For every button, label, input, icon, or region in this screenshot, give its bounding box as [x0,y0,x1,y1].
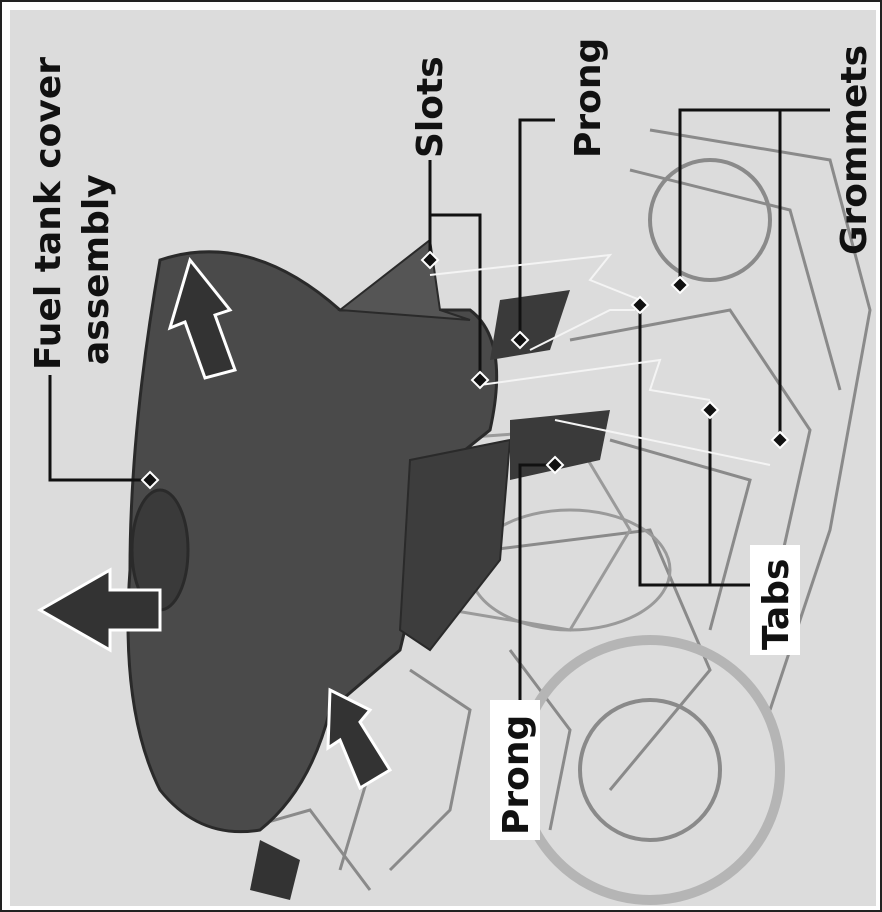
label-fuel-tank-cover-line2: assembly [76,174,117,365]
label-prong-bottom: Prong [496,715,537,835]
label-tabs: Tabs [756,559,797,650]
motorcycle-illustration: Fuel tank cover assembly Slots Prong Gro… [10,10,876,906]
label-fuel-tank-cover-line1: Fuel tank cover [28,57,69,370]
label-slots: Slots [410,56,451,158]
label-grommets: Grommets [834,45,875,255]
label-prong-top: Prong [568,38,609,158]
illustration-scene: Fuel tank cover assembly Slots Prong Gro… [10,10,876,906]
